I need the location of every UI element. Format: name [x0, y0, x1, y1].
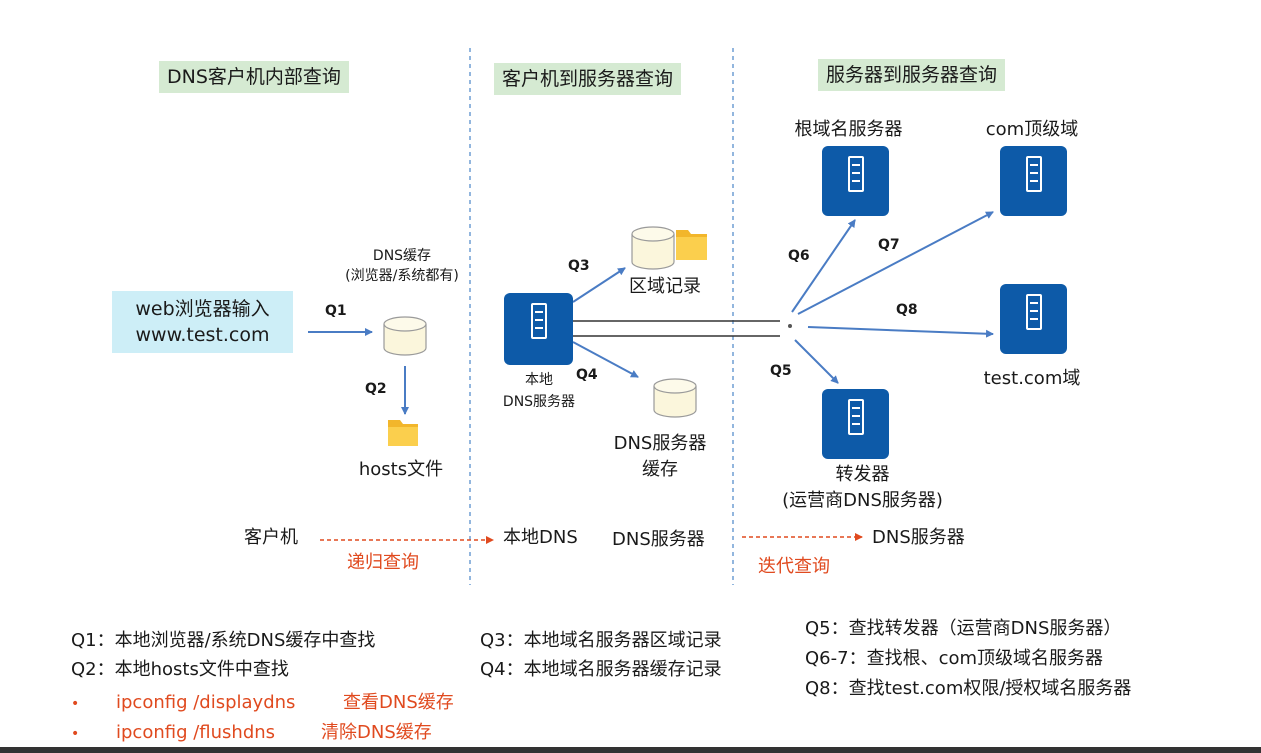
local-dns-server-icon: [504, 293, 573, 365]
dns-server-cache-line1: DNS服务器: [613, 433, 707, 454]
arrow-q3: [572, 267, 626, 303]
arrow-q6: [791, 219, 856, 313]
dns-server-cache-icon: [653, 378, 697, 418]
client-cache-label: DNS缓存 (浏览器/系统都有): [322, 246, 482, 286]
note-q8: Q8：查找test.com权限/授权域名服务器: [805, 678, 1132, 699]
note-cmd1: • ipconfig /displaydns 查看DNS缓存: [71, 690, 454, 717]
local-dns-line2: DNS服务器: [502, 394, 576, 410]
note-q2: Q2：本地hosts文件中查找: [71, 659, 289, 680]
header-client-to-server: 客户机到服务器查询: [494, 63, 682, 95]
q5-label: Q5: [770, 363, 792, 379]
arrow-q4: [572, 341, 639, 378]
client-cache-line2: (浏览器/系统都有): [345, 268, 459, 284]
recursive-query-label: 递归查询: [347, 552, 419, 573]
client-cache-icon: [383, 316, 427, 356]
q4-label: Q4: [576, 367, 598, 383]
hosts-file-label: hosts文件: [358, 459, 444, 480]
web-input-line1: web浏览器输入: [135, 298, 270, 320]
zone-records-icon: [631, 226, 707, 270]
hosts-folder-icon: [388, 420, 418, 446]
note-q4: Q4：本地域名服务器缓存记录: [480, 659, 722, 680]
arrow-q7: [797, 211, 994, 315]
forwarder-line2: (运营商DNS服务器): [782, 490, 943, 511]
bullet-2: •: [71, 726, 80, 742]
arrow-q8: [807, 326, 994, 338]
note-q3: Q3：本地域名服务器区域记录: [480, 630, 722, 651]
cmd-displaydns-desc: 查看DNS缓存: [343, 692, 454, 713]
note-q5: Q5：查找转发器（运营商DNS服务器）: [805, 618, 1122, 639]
hub-dot: [788, 324, 792, 328]
bottom-dns-server-mid-label: DNS服务器: [612, 529, 705, 550]
local-dns-server-label: 本地 DNS服务器: [484, 369, 594, 413]
root-server-label: 根域名服务器: [794, 119, 903, 140]
bottom-edge-bar: [0, 747, 1261, 753]
note-q1: Q1：本地浏览器/系统DNS缓存中查找: [71, 630, 376, 651]
bottom-local-dns-label: 本地DNS: [503, 527, 578, 548]
local-dns-line1: 本地: [525, 372, 553, 388]
test-domain-server-icon: [1000, 284, 1067, 354]
dns-server-cache-label: DNS服务器 缓存: [595, 431, 725, 483]
forwarder-server-icon: [822, 389, 889, 459]
client-cache-line1: DNS缓存: [372, 248, 432, 264]
bottom-client-label: 客户机: [244, 527, 298, 548]
web-input-line2: www.test.com: [135, 324, 270, 346]
zone-records-label: 区域记录: [629, 276, 701, 297]
q1-label: Q1: [325, 303, 347, 319]
iterative-query-label: 迭代查询: [758, 556, 830, 577]
web-input-box: web浏览器输入 www.test.com: [112, 291, 293, 353]
cmd-flushdns: ipconfig /flushdns: [116, 722, 276, 743]
com-tld-label: com顶级域: [985, 119, 1079, 140]
header-client-internal: DNS客户机内部查询: [159, 61, 349, 93]
bottom-dns-server-right-label: DNS服务器: [872, 527, 965, 548]
q3-label: Q3: [568, 258, 590, 274]
q8-label: Q8: [896, 302, 918, 318]
cmd-displaydns: ipconfig /displaydns: [116, 692, 296, 713]
bullet-1: •: [71, 696, 80, 712]
root-server-icon: [822, 146, 889, 216]
q6-label: Q6: [788, 248, 810, 264]
header-server-to-server: 服务器到服务器查询: [818, 59, 1006, 91]
test-domain-label: test.com域: [983, 368, 1081, 389]
q7-label: Q7: [878, 237, 900, 253]
q2-label: Q2: [365, 381, 387, 397]
com-tld-server-icon: [1000, 146, 1067, 216]
arrow-q5: [794, 339, 839, 384]
cmd-flushdns-desc: 清除DNS缓存: [321, 722, 432, 743]
note-cmd2: • ipconfig /flushdns 清除DNS缓存: [71, 720, 432, 747]
forwarder-line1: 转发器: [835, 464, 890, 485]
dns-server-cache-line2: 缓存: [642, 459, 678, 480]
note-q67: Q6-7：查找根、com顶级域名服务器: [805, 648, 1104, 669]
forwarder-label: 转发器 (运营商DNS服务器): [755, 462, 970, 514]
